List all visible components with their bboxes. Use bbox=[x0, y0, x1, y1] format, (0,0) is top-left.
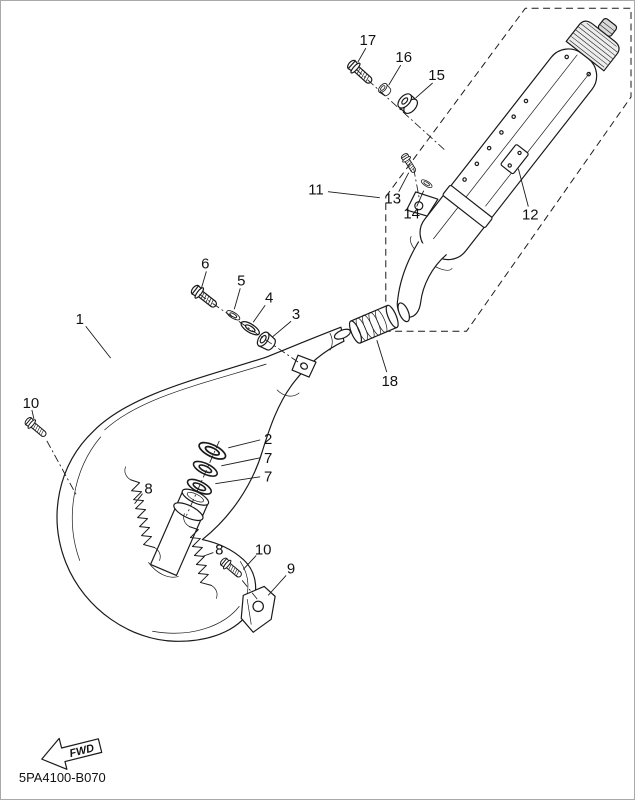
callout-7a: 7 bbox=[264, 450, 272, 467]
silencer-front-tab bbox=[405, 191, 439, 217]
fwd-arrow-shape bbox=[41, 737, 103, 770]
callout-1: 1 bbox=[76, 311, 84, 328]
gasket-axis-line bbox=[186, 440, 220, 516]
leader-6 bbox=[200, 271, 207, 289]
callout-10a: 10 bbox=[23, 395, 40, 412]
callout-8b: 8 bbox=[215, 542, 223, 559]
callout-13: 13 bbox=[384, 191, 401, 208]
leader-10a bbox=[31, 409, 35, 420]
leader-9 bbox=[267, 575, 287, 596]
spring-8-left bbox=[124, 466, 161, 561]
silencer-rivets bbox=[462, 54, 591, 182]
callout-17: 17 bbox=[360, 32, 377, 49]
callout-12: 12 bbox=[522, 207, 539, 224]
leader-11 bbox=[327, 191, 380, 199]
leader-8a bbox=[134, 493, 143, 504]
silencer-seam-upper bbox=[433, 54, 578, 240]
callout-7b: 7 bbox=[264, 469, 272, 486]
leader-10b bbox=[242, 555, 257, 570]
leader-15 bbox=[415, 82, 433, 99]
callout-labels: 1 2 3 4 5 6 7 7 8 8 9 10 10 11 12 13 14 … bbox=[23, 32, 539, 577]
leader-7a bbox=[221, 457, 261, 467]
leader-3 bbox=[271, 320, 292, 338]
callout-18: 18 bbox=[381, 373, 398, 390]
silencer-body bbox=[405, 18, 620, 271]
silencer-inlet-mouth bbox=[397, 302, 411, 323]
callout-15: 15 bbox=[428, 67, 445, 84]
spring-8-right bbox=[183, 513, 218, 599]
fwd-label: FWD bbox=[68, 742, 95, 760]
damper-15 bbox=[394, 90, 421, 117]
bolt-10-left bbox=[22, 415, 50, 441]
expansion-chamber-contours bbox=[71, 332, 333, 634]
exhaust-joint-seal bbox=[348, 304, 399, 344]
leader-7b bbox=[215, 476, 261, 485]
callout-14: 14 bbox=[403, 206, 420, 223]
leader-13 bbox=[398, 172, 410, 192]
leader-2 bbox=[228, 439, 261, 449]
callout-11: 11 bbox=[308, 182, 324, 199]
leader-17 bbox=[357, 47, 367, 63]
chamber-inlet-stub bbox=[148, 488, 210, 578]
callout-8a: 8 bbox=[144, 481, 152, 498]
callout-4: 4 bbox=[265, 289, 273, 306]
leader-18 bbox=[376, 340, 388, 373]
leader-4 bbox=[252, 305, 266, 323]
silencer-seam-lower bbox=[485, 72, 591, 207]
leader-14 bbox=[416, 190, 425, 207]
callout-2: 2 bbox=[264, 431, 272, 448]
chamber-outlet-mouth bbox=[333, 328, 351, 340]
leader-8b bbox=[202, 552, 214, 557]
washer-5 bbox=[224, 308, 242, 323]
callout-3: 3 bbox=[292, 306, 300, 323]
leader-lines bbox=[31, 47, 529, 596]
silencer-bracket-plate bbox=[500, 144, 529, 175]
washer-14 bbox=[419, 177, 434, 190]
leader-5 bbox=[233, 288, 241, 310]
silencer-end-cap bbox=[565, 18, 620, 72]
silencer-strap bbox=[442, 185, 493, 228]
fwd-arrow: FWD bbox=[41, 737, 103, 770]
callout-10b: 10 bbox=[255, 542, 272, 559]
assembly-axis-lines bbox=[46, 68, 446, 601]
leader-12 bbox=[517, 168, 529, 207]
callout-6: 6 bbox=[201, 255, 209, 272]
diagram-code: 5PA4100-B070 bbox=[19, 770, 106, 785]
stay-bracket-9 bbox=[240, 585, 276, 633]
chamber-mount-tab bbox=[291, 354, 317, 378]
silencer-outlet-tip bbox=[597, 18, 618, 37]
callout-16: 16 bbox=[395, 49, 412, 66]
stub-flange-ring bbox=[173, 502, 204, 522]
bolt-13 bbox=[399, 151, 419, 175]
leader-1 bbox=[85, 325, 112, 359]
leader-16 bbox=[388, 64, 402, 86]
callout-5: 5 bbox=[237, 272, 245, 289]
bolt-6 bbox=[188, 282, 221, 312]
callout-9: 9 bbox=[287, 560, 295, 577]
